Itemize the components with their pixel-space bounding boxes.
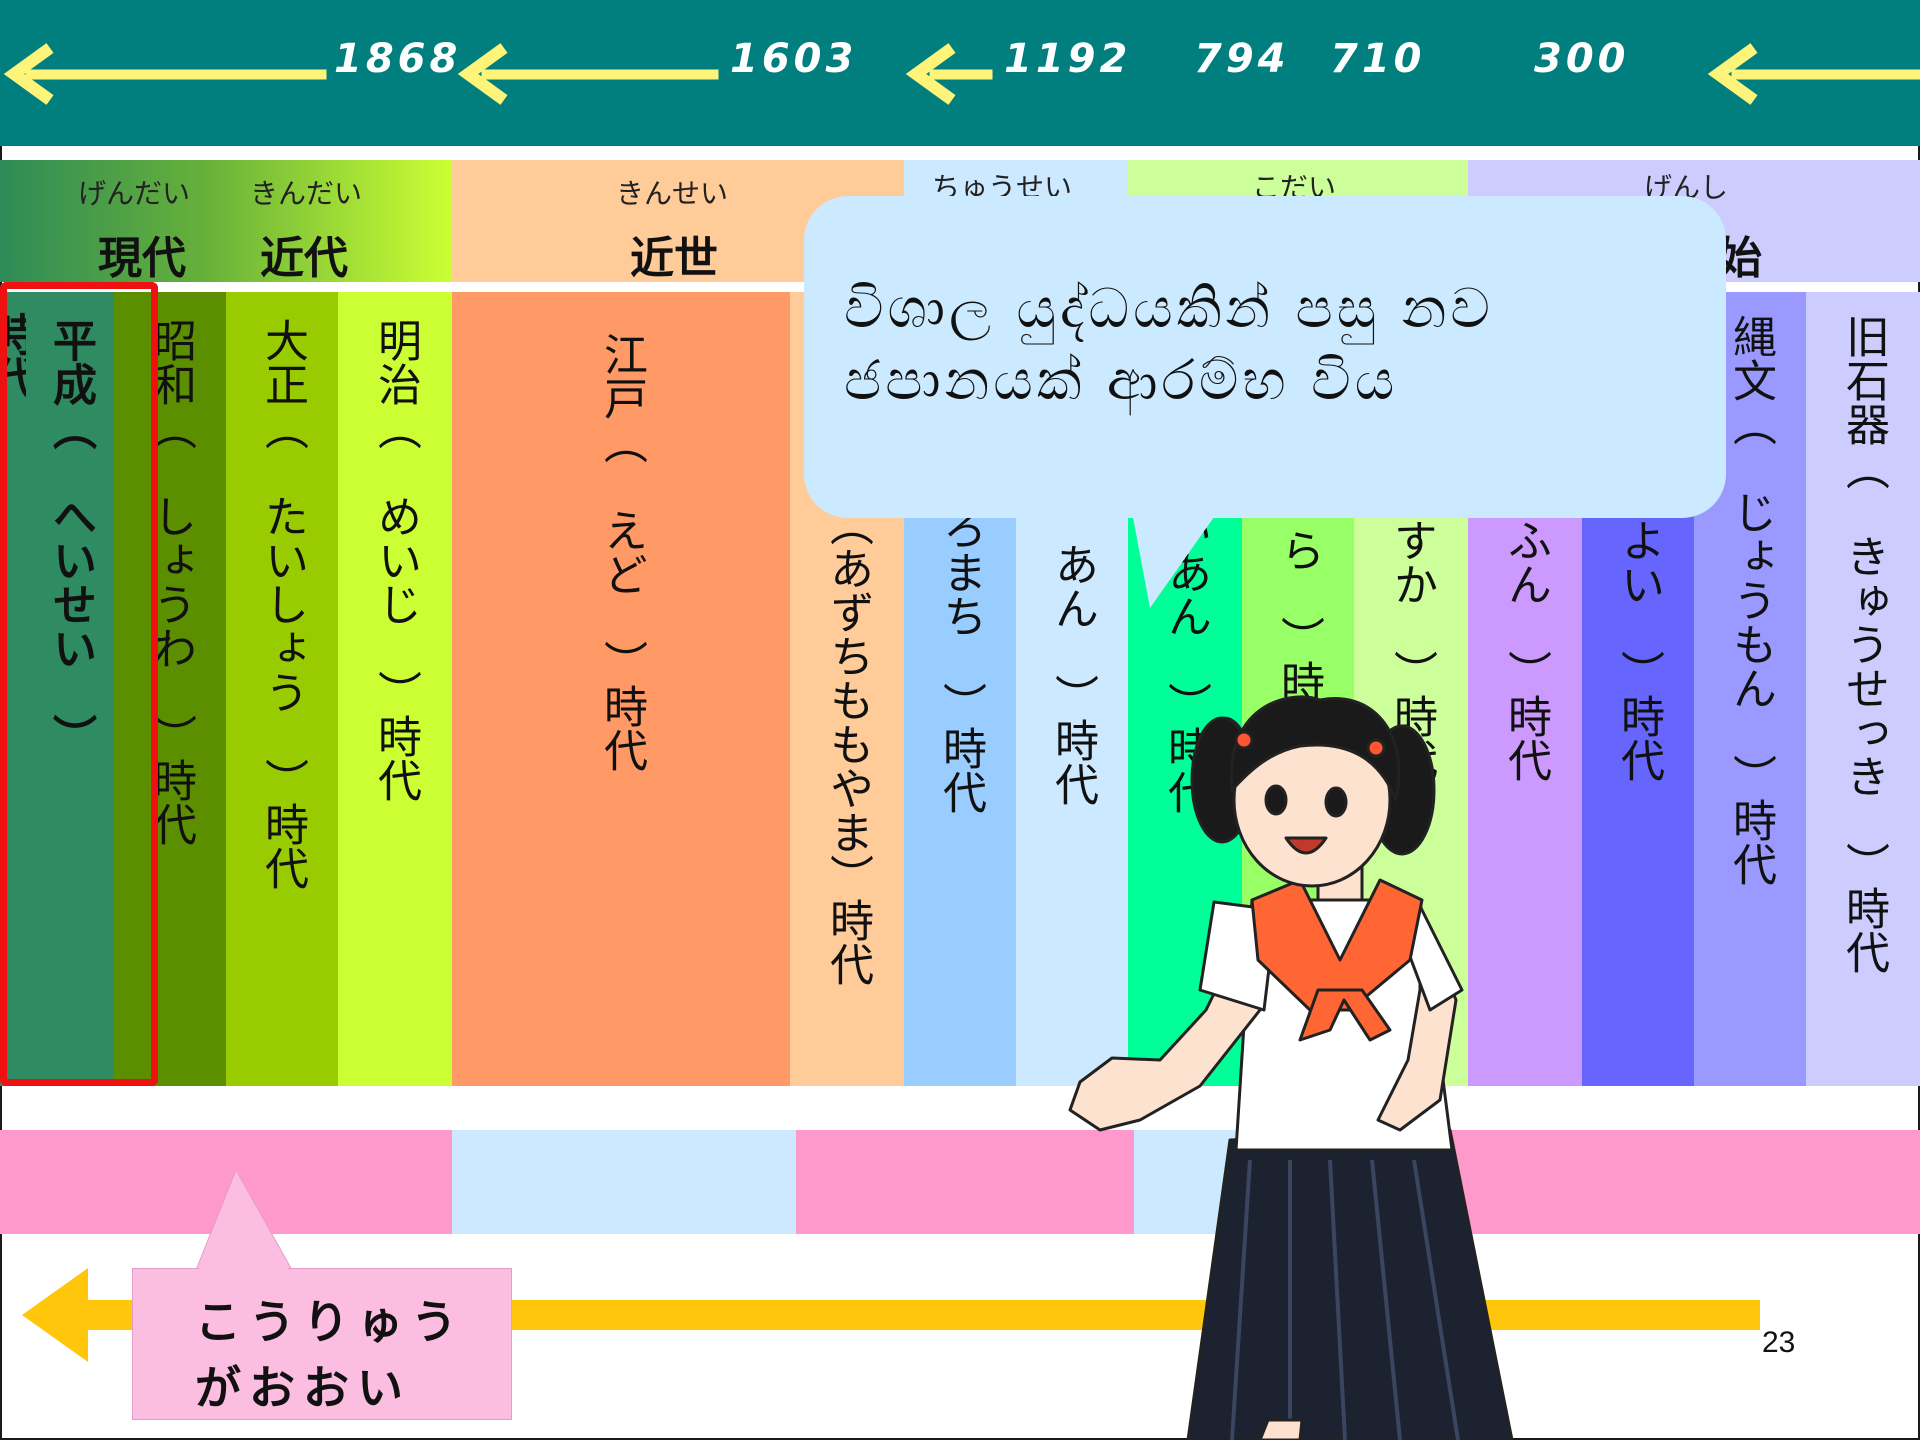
period-column-paleolithic: 旧石器（ きゅうせっき ）時代 [1806,292,1920,1086]
speech-bubble-text: විශාල යුද්ධයකින් පසු නව ජපානයක් ආරම්භ වි… [844,276,1494,412]
year-arrows [3,43,1920,105]
era-name: 近代 [260,233,348,284]
period-label: すか ）時代 [1386,518,1437,782]
year-band: 1868 1603 1192 794 710 300 [0,0,1920,146]
year-arrow-shaft [25,69,327,80]
period-column-edo: 江戸（ えど ）時代 [452,292,790,1086]
heisei-highlight-box [0,282,158,1086]
exchange-band-segment [0,1130,452,1234]
period-label: 平成（ へいせい ） [45,318,96,758]
era-ruby: げんだい [78,177,191,210]
period-label: 縄文（ じょうもん ）時代 [1725,314,1776,886]
era-ruby: きんせい [616,177,729,210]
period-label: ふん ）時代 [1500,518,1551,782]
year-label: 1603 [730,36,858,82]
year-arrow-shaft [481,69,719,80]
era-name: 近世 [630,233,718,284]
exchange-band-segment [1250,1130,1920,1234]
exchange-band-segment [1134,1130,1250,1234]
period-label: よい ）時代 [1613,518,1664,782]
period-column-meiji: 明治（ めいじ ）時代 [338,292,452,1086]
period-label: 大正（ たいしょう ）時代 [257,318,308,890]
page-number: 23 [1762,1326,1796,1359]
year-label: 794 [1194,36,1290,82]
era-ruby: きんだい [250,177,363,210]
period-label: 旧石器（ きゅうせっき ）時代 [1838,314,1889,974]
period-label: いあん ）時代 [1160,506,1211,814]
era-header-modern [0,160,452,282]
year-label: 1868 [334,36,462,82]
note-line: こうりゅう [195,1295,465,1349]
note-line: がおおい [195,1361,411,1415]
period-label: （あずちももやま）時代 [822,502,873,986]
year-arrow-shaft [1731,69,1920,80]
exchange-band-segment [452,1130,796,1234]
period-label: 江戸（ えど ）時代 [596,332,647,772]
era-name: 現代 [98,233,186,284]
period-label: あん ）時代 [1047,542,1098,806]
year-label: 1192 [1004,36,1132,82]
period-label: ろまち ）時代 [935,506,986,814]
exchange-band-segment [796,1130,1134,1234]
arrow-left-icon [905,43,956,105]
period-column-taisho: 大正（ たいしょう ）時代 [226,292,338,1086]
arrow-left-icon [1707,43,1758,105]
year-label: 300 [1534,36,1630,82]
period-label: 明治（ めいじ ）時代 [370,318,421,802]
arrow-left-icon [457,43,508,105]
period-column-heisei: 平成（ へいせい ） [26,292,114,1086]
period-label: ら ）時代 [1273,528,1324,748]
arrow-left-icon [3,43,54,105]
speech-bubble: විශාල යුද්ධයකින් පසු නව ජපානයක් ආරම්භ වි… [804,196,1726,518]
exchange-note: こうりゅう がおおい [132,1268,512,1420]
year-label: 710 [1330,36,1426,82]
year-arrow-shaft [929,69,993,80]
